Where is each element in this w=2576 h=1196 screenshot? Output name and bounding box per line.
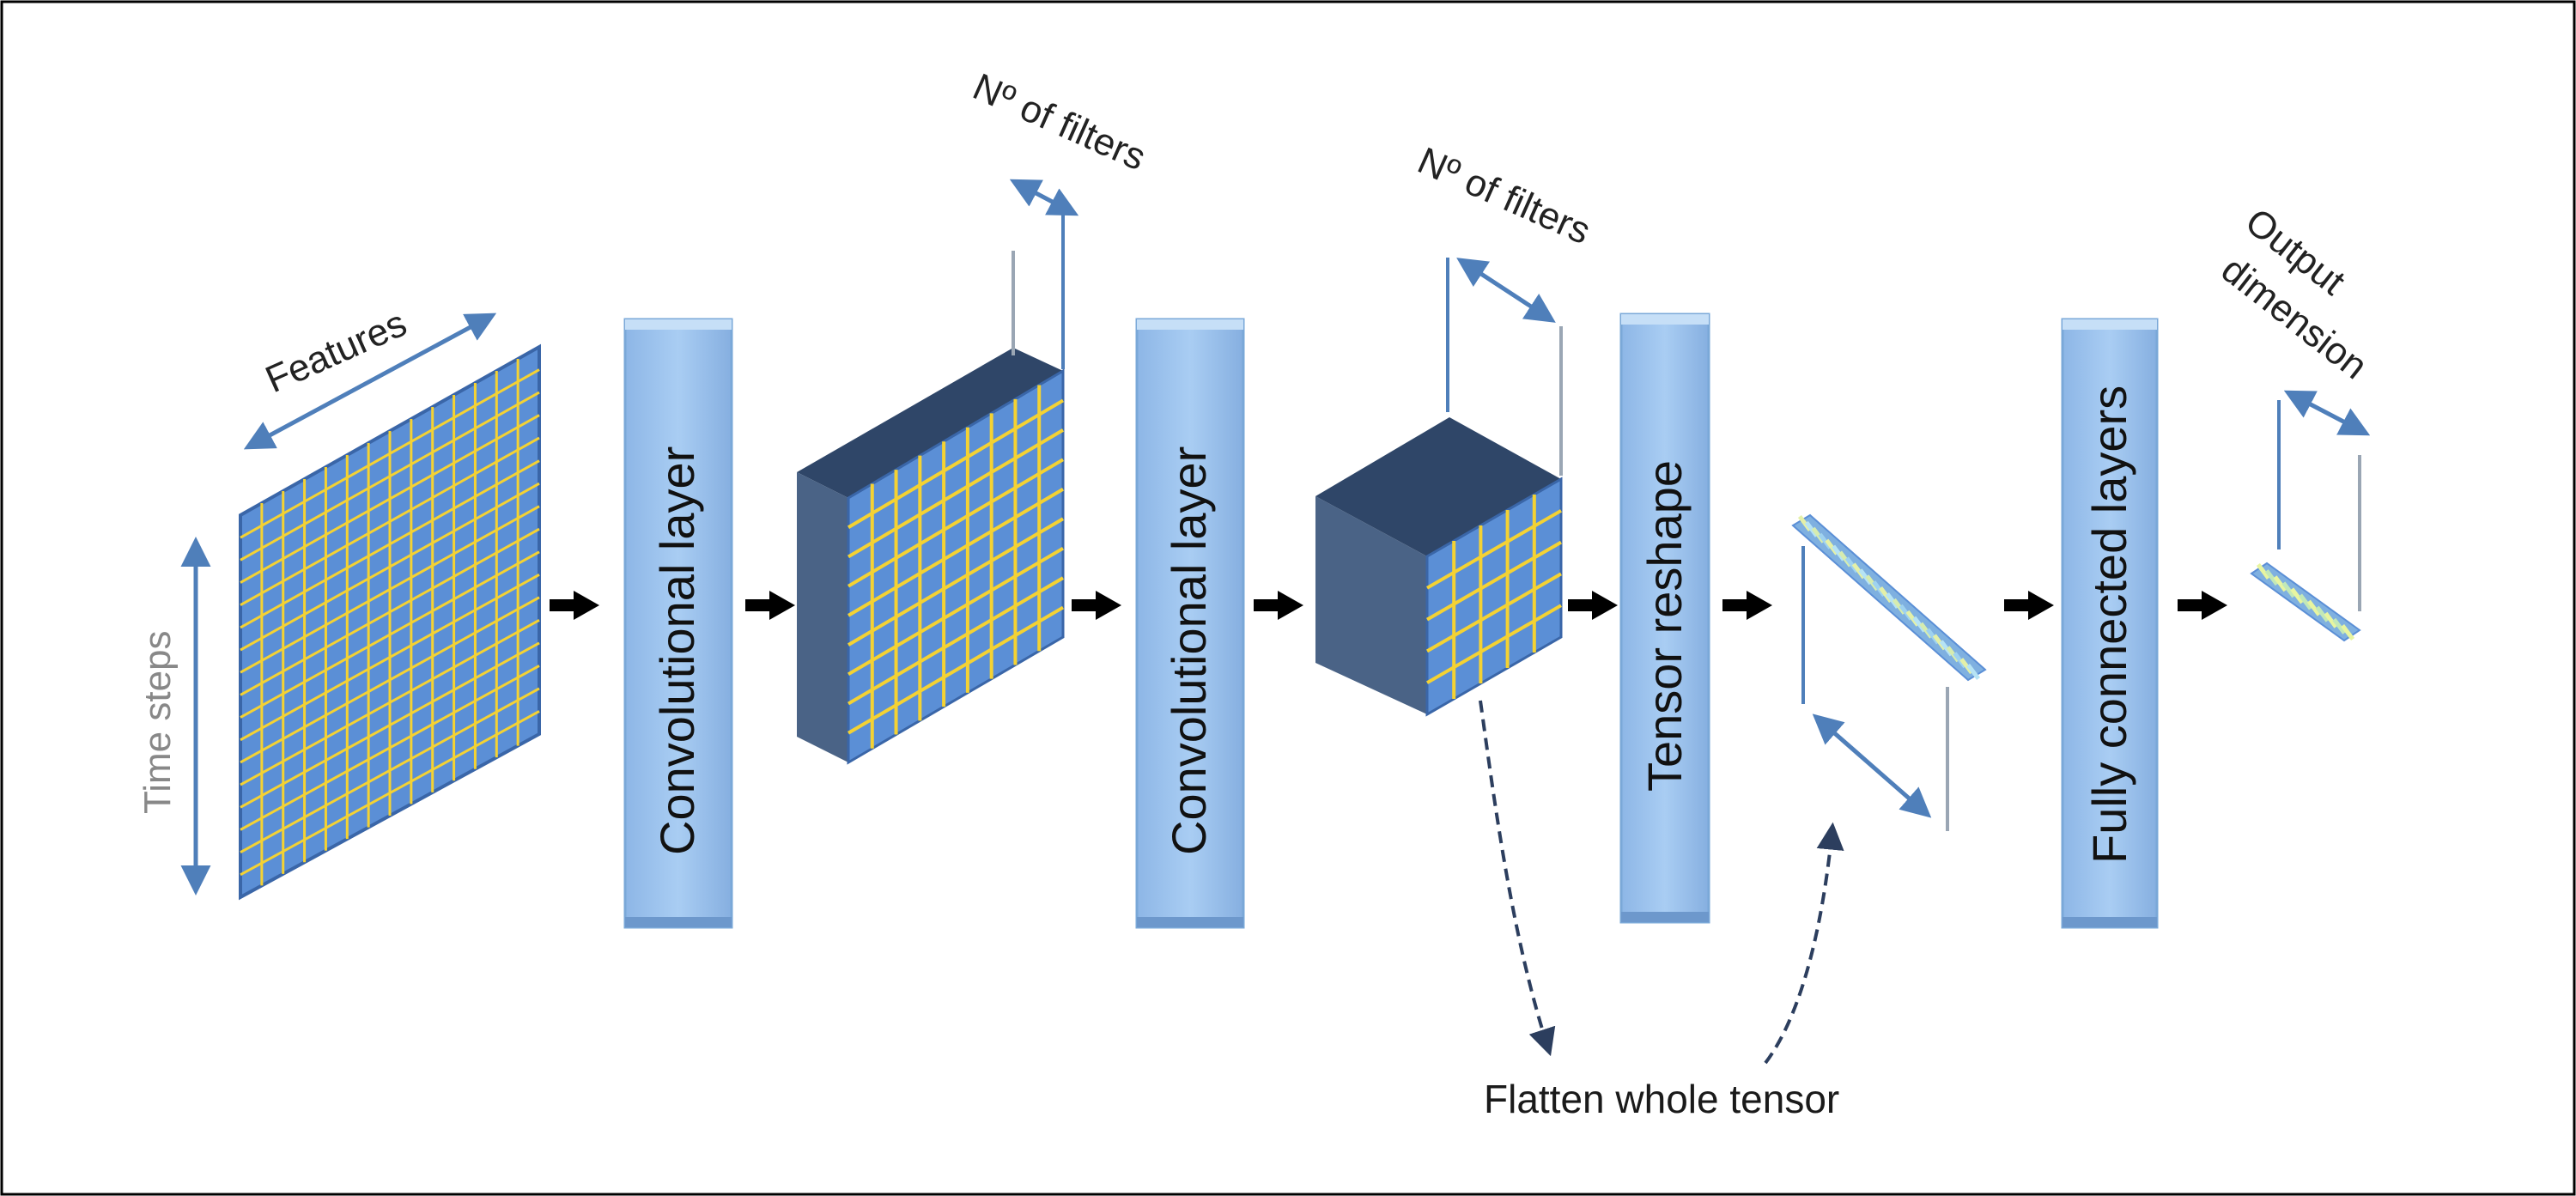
grid-line-horizontal (240, 641, 540, 809)
grid-line-horizontal (240, 436, 540, 607)
output-vector (2250, 562, 2361, 642)
grid-line-horizontal (1426, 572, 1562, 653)
features-dimension-arrow (243, 313, 497, 450)
filters-1-dimension-arrow (1009, 179, 1079, 216)
flatten-curved-arrow-down (1479, 700, 1556, 1057)
grid-line-horizontal (240, 505, 540, 674)
feature-map-2-top (1315, 417, 1561, 556)
filters-2-label: Nº of filters (1412, 139, 1597, 252)
flow-arrow (1254, 591, 1303, 620)
grid-line-horizontal (240, 687, 540, 853)
flow-arrow (2178, 591, 2227, 620)
vector-cell (2264, 569, 2279, 586)
grid-line-horizontal (847, 428, 1065, 559)
flatten-curved-arrow-up (1764, 822, 1844, 1065)
grid-line-horizontal (847, 488, 1065, 617)
grid-line-horizontal (240, 665, 540, 831)
flattened-vector (1791, 513, 1987, 682)
grid-line-horizontal (240, 550, 540, 719)
tensor-reshape-label: Tensor reshape (1637, 460, 1692, 792)
flow-arrow (745, 591, 795, 620)
fully-connected-label: Fully connected layers (2082, 386, 2136, 864)
feature-map-2-grid (1426, 495, 1562, 699)
time-steps-label: Time steps (137, 630, 179, 814)
vector-cell (2306, 599, 2321, 616)
vector-cell (2341, 623, 2355, 640)
tensor-reshape-block: Tensor reshape (1619, 313, 1710, 924)
conv-layer-2-label: Convolutional layer (1162, 446, 1216, 855)
vector-cell (2299, 593, 2312, 610)
feature-map-1-top (797, 348, 1063, 498)
filters-2-dimension-arrow (1456, 258, 1556, 323)
vector-cell (2256, 563, 2270, 580)
vector-cell (1966, 664, 1981, 681)
flatten-dimension-arrow (1812, 713, 1932, 818)
grid-line-horizontal (240, 710, 540, 877)
vector-cell (2273, 575, 2287, 592)
grid-line-horizontal (847, 517, 1065, 647)
grid-line-horizontal (240, 573, 540, 742)
grid-line-horizontal (847, 576, 1065, 706)
grid-line-horizontal (240, 596, 540, 764)
input-grid-lines (240, 359, 540, 886)
feature-map-1-side (797, 472, 848, 762)
conv-layer-2-block: Convolutional layer (1135, 318, 1245, 929)
flattened-vector-cells (1797, 514, 1981, 681)
grid-line-horizontal (240, 459, 540, 629)
flow-arrow (1072, 591, 1121, 620)
fully-connected-block: Fully connected layers (2061, 318, 2159, 929)
grid-line-horizontal (240, 527, 540, 696)
vector-cell (2315, 605, 2330, 622)
filters-1-label: Nº of filters (967, 65, 1152, 179)
flatten-caption: Flatten whole tensor (1484, 1077, 1839, 1121)
output-dimension-arrow (2283, 390, 2371, 436)
flow-arrow (1568, 591, 1618, 620)
grid-line-horizontal (240, 482, 540, 652)
grid-line-horizontal (847, 458, 1065, 588)
vector-cell (2324, 611, 2338, 628)
flow-arrow (2004, 591, 2054, 620)
feature-map-2-front (1425, 477, 1563, 717)
output-vector-cells (2256, 563, 2355, 640)
grid-line-horizontal (1426, 540, 1562, 622)
vector-cell (2290, 587, 2305, 604)
feature-map-2-side (1315, 496, 1427, 714)
features-label: Features (259, 302, 413, 401)
flow-arrow (550, 591, 599, 620)
feature-map-2 (1315, 417, 1563, 717)
grid-line-horizontal (847, 605, 1065, 735)
input-matrix (239, 343, 541, 901)
feature-map-1 (797, 348, 1065, 765)
flow-arrow (1722, 591, 1772, 620)
grid-line-horizontal (1426, 509, 1562, 590)
grid-line-horizontal (240, 619, 540, 786)
conv-layer-1-block: Convolutional layer (623, 318, 733, 929)
grid-line-horizontal (847, 546, 1065, 677)
grid-line-horizontal (847, 398, 1065, 529)
conv-layer-1-label: Convolutional layer (650, 446, 704, 855)
feature-map-1-grid (847, 385, 1065, 749)
vector-cell (2281, 581, 2296, 598)
grid-line-horizontal (1426, 604, 1562, 684)
vector-cell (2332, 617, 2347, 634)
